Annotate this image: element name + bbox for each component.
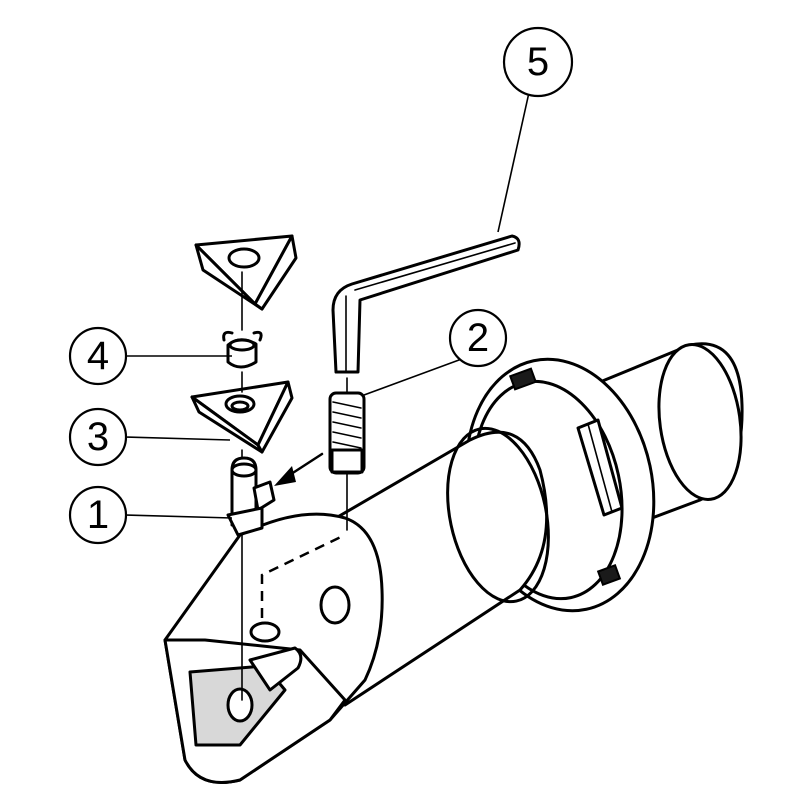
callout-3: 3 [68, 407, 128, 467]
callout-1-label: 1 [87, 493, 109, 537]
tool-body [163, 426, 550, 784]
callout-2: 2 [448, 308, 508, 368]
callout-2-label: 2 [467, 316, 489, 360]
insert-shim [190, 380, 294, 454]
callout-4: 4 [68, 326, 128, 386]
callout-5-label: 5 [527, 40, 549, 84]
clamp-screw [328, 377, 366, 531]
callout-3-label: 3 [87, 415, 109, 459]
assembly-arrow [274, 452, 324, 486]
clamp-pin [226, 456, 276, 537]
callout-1: 1 [68, 485, 128, 545]
callout-5: 5 [502, 26, 574, 98]
hex-key [331, 234, 521, 374]
clamp-spring [222, 330, 263, 369]
cutting-insert [194, 234, 298, 311]
callout-4-label: 4 [87, 334, 109, 378]
